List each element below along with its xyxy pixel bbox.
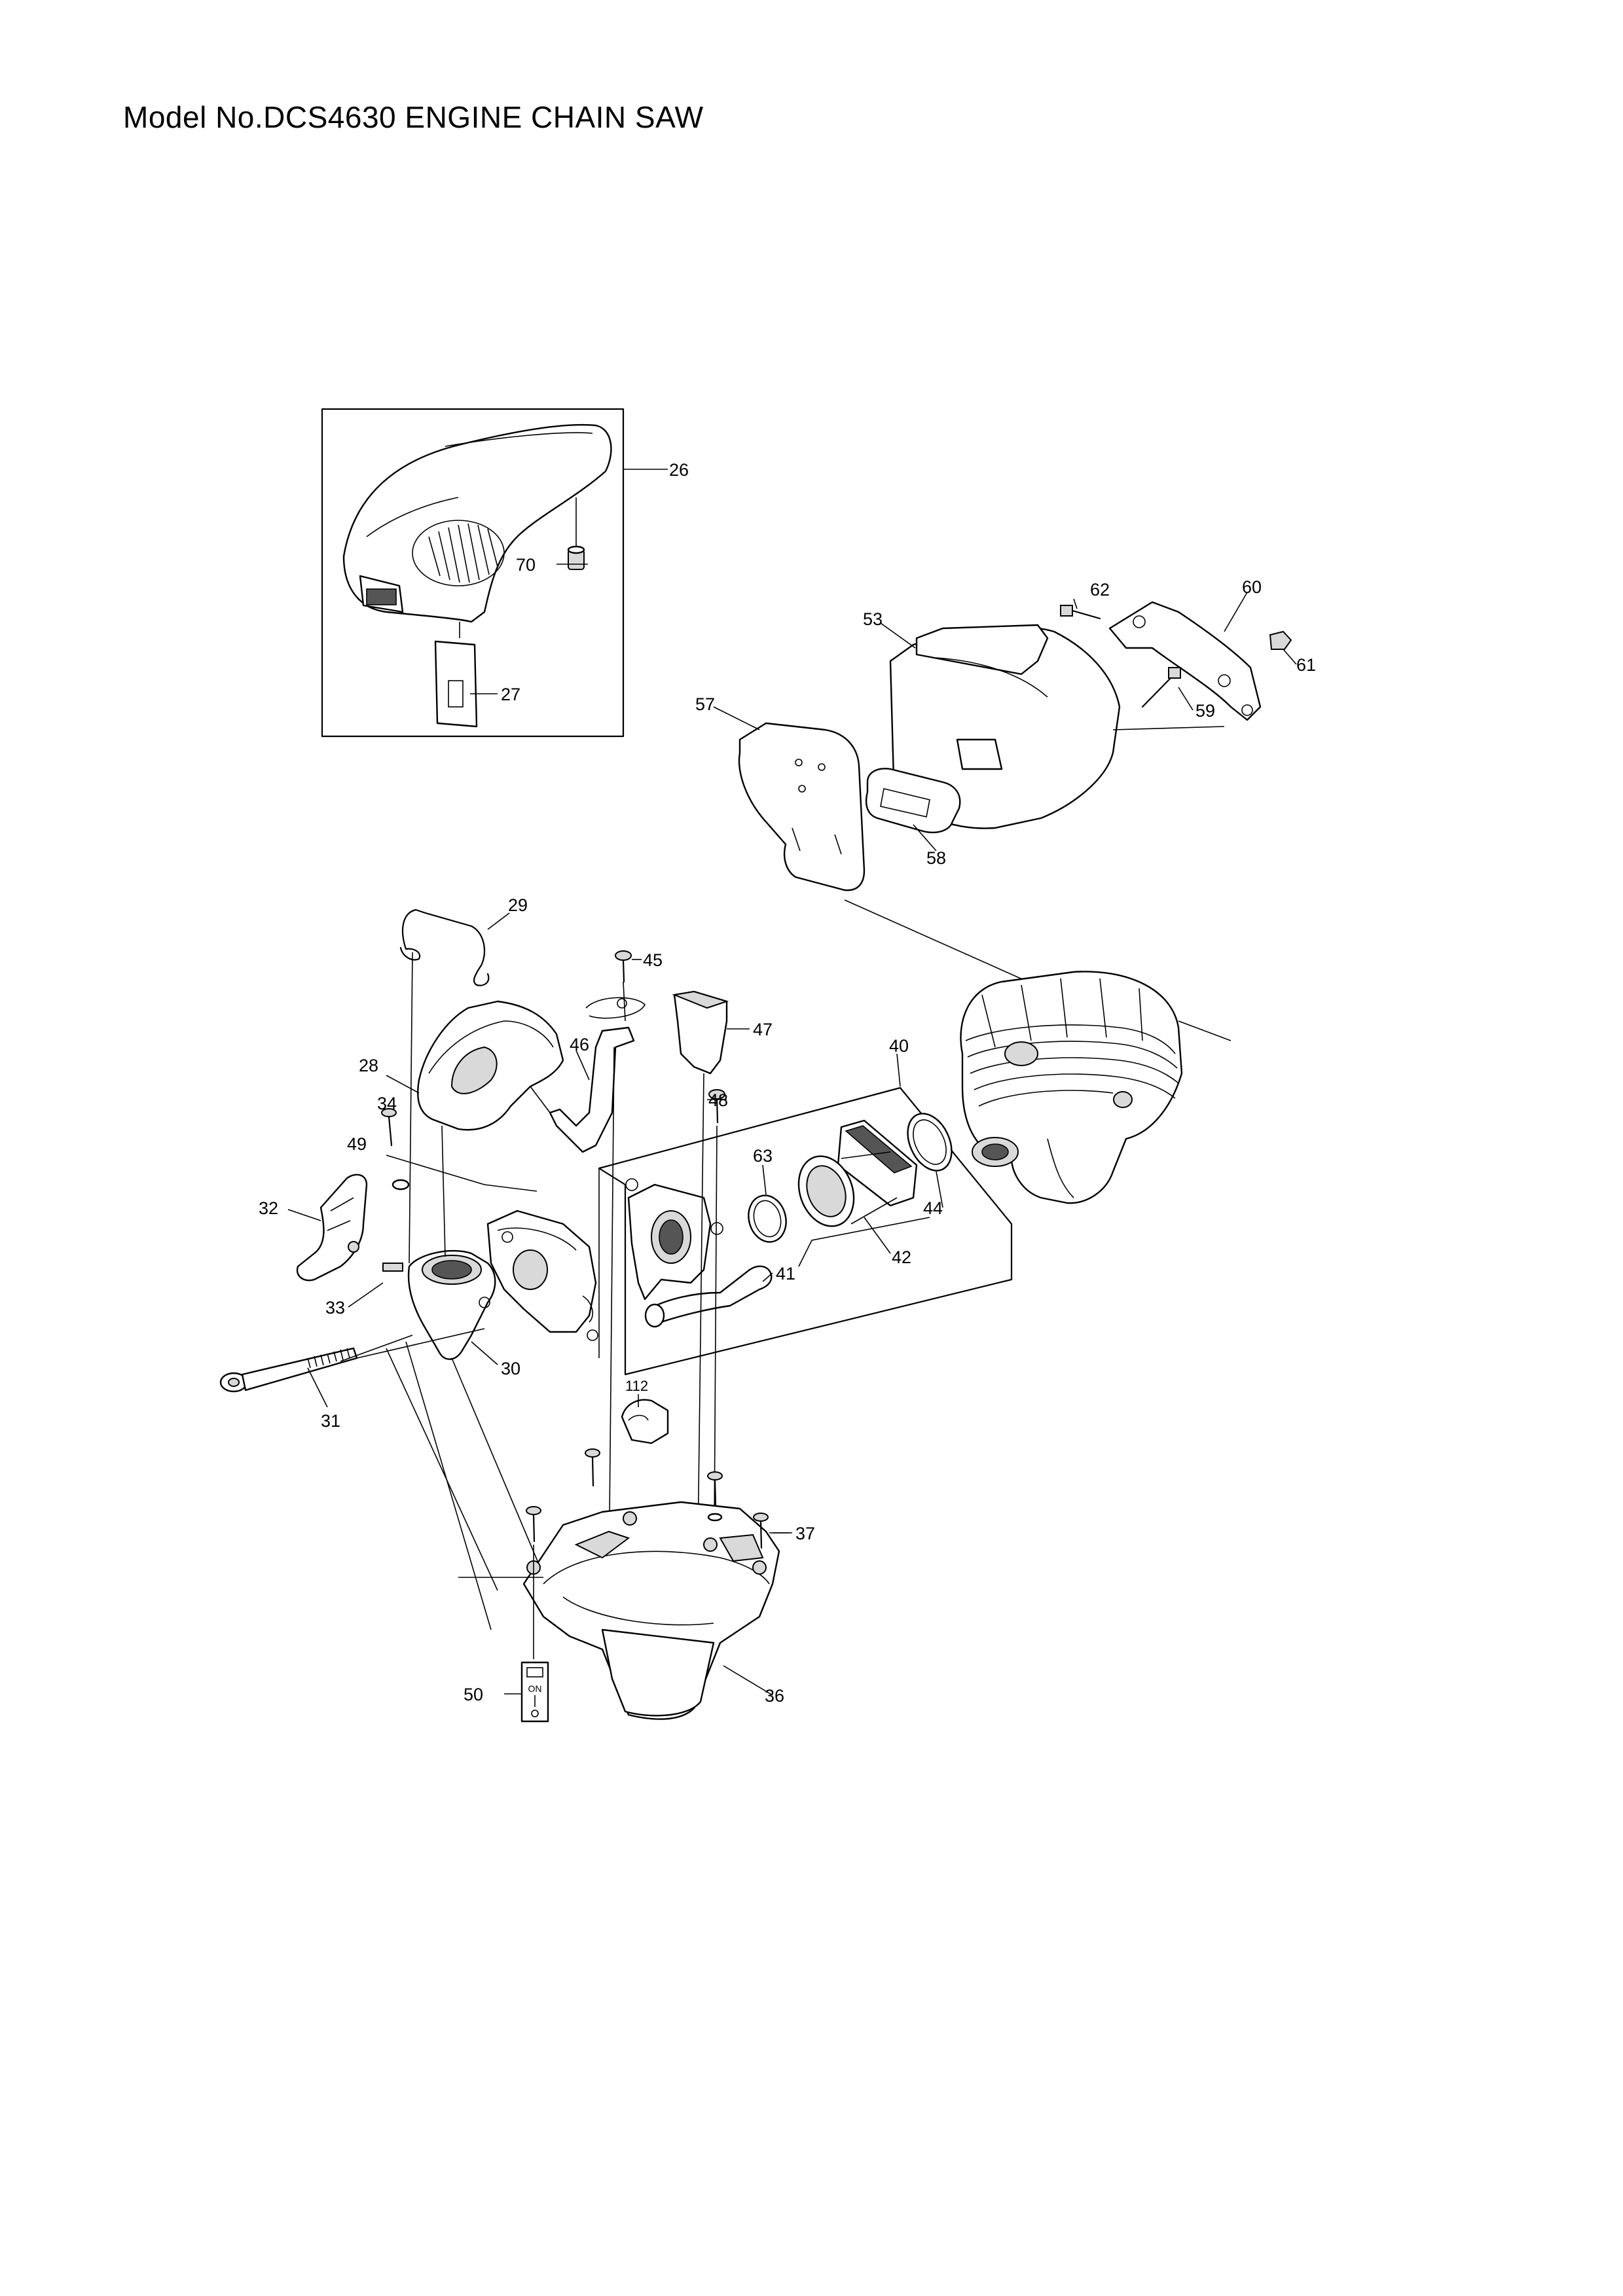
part-label-50: 50 <box>464 1685 483 1704</box>
part-label-36: 36 <box>765 1686 784 1706</box>
intake-flange-part <box>797 1119 918 1227</box>
top-cover-group <box>321 408 668 738</box>
part-label-31: 31 <box>321 1411 340 1431</box>
part-label-40: 40 <box>889 1036 909 1056</box>
part-label-60: 60 <box>1242 577 1262 597</box>
cylinder-part <box>960 971 1183 1204</box>
ring-63-part <box>748 1194 787 1243</box>
leader-lines <box>287 912 943 1534</box>
part-label-29: 29 <box>508 895 528 915</box>
part-label-49: 49 <box>347 1134 367 1154</box>
screw-34-part <box>381 1108 397 1147</box>
impulse-hose-part <box>650 1265 773 1323</box>
part-label-112: 112 <box>625 1378 648 1394</box>
part-label-30: 30 <box>501 1359 520 1378</box>
screw-45-part <box>615 950 632 983</box>
intake-group <box>598 1086 1013 1376</box>
part-label-33: 33 <box>325 1298 345 1318</box>
carburetor-group <box>219 908 598 1630</box>
screw-62-part <box>1060 605 1101 620</box>
washer-49-part <box>392 1179 410 1191</box>
part-label-48: 48 <box>708 1090 728 1110</box>
part-label-57: 57 <box>695 694 715 714</box>
housing-group: ON <box>458 1448 792 1723</box>
part-label-42: 42 <box>892 1247 911 1267</box>
part-label-37: 37 <box>795 1524 815 1543</box>
top-cover-frame <box>321 408 625 738</box>
cover-knob-part <box>567 497 585 570</box>
muffler-bracket-part <box>1108 601 1262 721</box>
part-label-59: 59 <box>1195 701 1215 721</box>
cover-grille <box>412 520 505 586</box>
decal-on-text: ON <box>528 1683 542 1694</box>
part-label-32: 32 <box>259 1198 278 1218</box>
wire-spring-part <box>399 908 490 986</box>
cover-decal-part <box>434 622 478 728</box>
part-label-46: 46 <box>570 1035 589 1054</box>
pin-33-part <box>382 1263 403 1272</box>
bolt-59-part <box>1141 667 1181 708</box>
bracket-46-part <box>549 1026 635 1153</box>
long-bolt-31-part <box>219 1347 358 1393</box>
part-label-53: 53 <box>863 609 883 629</box>
clip-112-part <box>621 1399 669 1444</box>
switch-decal-50-part: ON <box>520 1661 549 1723</box>
part-label-41: 41 <box>776 1264 795 1283</box>
heat-shield-57-part <box>738 722 866 891</box>
middle-parts-group <box>549 950 729 1630</box>
part-label-26: 26 <box>669 460 689 480</box>
muffler-group <box>713 592 1297 1009</box>
part-label-61: 61 <box>1296 655 1316 675</box>
screw-48-part <box>708 1089 725 1124</box>
part-label-44: 44 <box>923 1198 943 1218</box>
part-label-45: 45 <box>643 950 663 970</box>
gasket-58-part <box>865 768 961 834</box>
page-title: Model No.DCS4630 ENGINE CHAIN SAW <box>123 100 704 134</box>
part-label-58: 58 <box>926 848 946 868</box>
nut-61-part <box>1269 630 1292 650</box>
part-label-63: 63 <box>753 1146 773 1166</box>
part-label-34: 34 <box>377 1094 397 1113</box>
part-label-27: 27 <box>501 685 520 704</box>
housing-screws <box>526 1448 769 1549</box>
part-label-70: 70 <box>516 555 536 575</box>
clamp-44-part <box>907 1113 953 1172</box>
part-label-28: 28 <box>359 1056 378 1075</box>
part-label-62: 62 <box>1090 580 1110 600</box>
part-label-47: 47 <box>753 1020 773 1039</box>
cylinder-group <box>960 971 1231 1204</box>
part-labels: 26 70 27 62 60 53 61 59 57 58 29 45 47 4… <box>259 460 1316 1706</box>
throttle-lever-part <box>296 1174 368 1282</box>
intake-frame <box>598 1086 1013 1376</box>
